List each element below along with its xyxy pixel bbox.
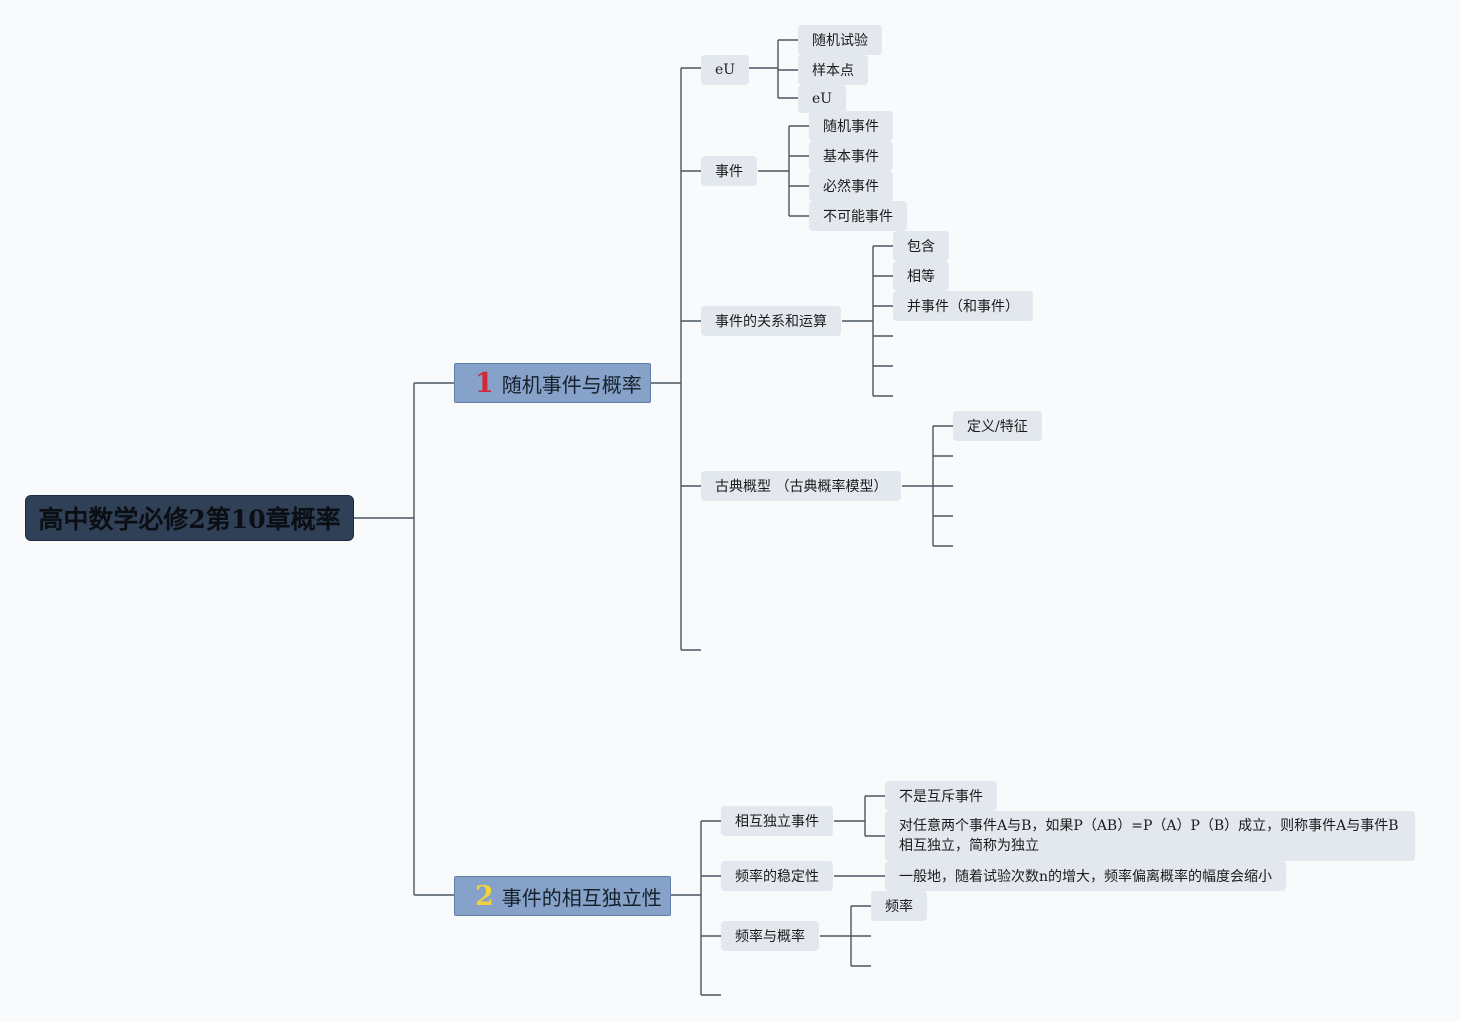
subtopic-label: 相互独立事件 bbox=[735, 814, 819, 830]
branch-number-2: 2 bbox=[475, 880, 494, 912]
leaf-eu[interactable]: eU bbox=[798, 85, 847, 113]
leaf-union-event[interactable]: 并事件（和事件） bbox=[893, 291, 1033, 321]
leaf-inclusion[interactable]: 包含 bbox=[893, 231, 949, 261]
subtopic-label: 事件的关系和运算 bbox=[715, 314, 827, 330]
subtopic-label: eU bbox=[715, 62, 736, 78]
subtopic-eu[interactable]: eU bbox=[701, 55, 750, 85]
subtopic-independent-events[interactable]: 相互独立事件 bbox=[721, 806, 833, 836]
subtopic-classical-model[interactable]: 古典概型 （古典概率模型） bbox=[701, 471, 902, 501]
leaf-frequency[interactable]: 频率 bbox=[871, 891, 927, 921]
leaf-certain-event[interactable]: 必然事件 bbox=[809, 171, 893, 201]
leaf-stability-statement[interactable]: 一般地，随着试验次数n的增大，频率偏离概率的幅度会缩小 bbox=[885, 861, 1287, 891]
leaf-label: eU bbox=[812, 91, 833, 107]
leaf-label: 定义/特征 bbox=[967, 419, 1028, 435]
definition-line-2: 相互独立，简称为独立 bbox=[899, 838, 1039, 854]
main-topic-label: 随机事件与概率 bbox=[501, 372, 642, 397]
main-topic-random-events[interactable]: 1 随机事件与概率 bbox=[454, 363, 651, 403]
leaf-label: 随机事件 bbox=[823, 119, 879, 135]
leaf-random-trial[interactable]: 随机试验 bbox=[798, 25, 882, 55]
leaf-sample-point[interactable]: 样本点 bbox=[798, 55, 868, 85]
leaf-label: 并事件（和事件） bbox=[907, 299, 1019, 315]
leaf-label: 不是互斥事件 bbox=[899, 789, 983, 805]
leaf-label: 必然事件 bbox=[823, 179, 879, 195]
subtopic-frequency-probability[interactable]: 频率与概率 bbox=[721, 921, 819, 951]
root-topic-label: 高中数学必修2第10章概率 bbox=[38, 505, 341, 534]
subtopic-event[interactable]: 事件 bbox=[701, 156, 757, 186]
leaf-label: 基本事件 bbox=[823, 149, 879, 165]
main-topic-label: 事件的相互独立性 bbox=[501, 885, 662, 910]
leaf-label: 不可能事件 bbox=[823, 209, 893, 225]
subtopic-label: 频率与概率 bbox=[735, 929, 805, 945]
branch-number-1: 1 bbox=[475, 367, 494, 399]
leaf-label: 频率 bbox=[885, 899, 913, 915]
root-topic[interactable]: 高中数学必修2第10章概率 bbox=[25, 495, 354, 541]
leaf-definition-feature[interactable]: 定义/特征 bbox=[953, 411, 1042, 441]
subtopic-label: 频率的稳定性 bbox=[735, 869, 819, 885]
leaf-impossible-event[interactable]: 不可能事件 bbox=[809, 201, 907, 231]
leaf-independence-definition[interactable]: 对任意两个事件A与B，如果P（AB）=P（A）P（B）成立，则称事件A与事件B … bbox=[885, 811, 1415, 861]
subtopic-event-relations[interactable]: 事件的关系和运算 bbox=[701, 306, 841, 336]
leaf-label: 相等 bbox=[907, 269, 935, 285]
leaf-random-event[interactable]: 随机事件 bbox=[809, 111, 893, 141]
leaf-equality[interactable]: 相等 bbox=[893, 261, 949, 291]
subtopic-label: 古典概型 （古典概率模型） bbox=[715, 479, 888, 495]
leaf-label: 包含 bbox=[907, 239, 935, 255]
leaf-not-mutually-exclusive[interactable]: 不是互斥事件 bbox=[885, 781, 997, 811]
subtopic-frequency-stability[interactable]: 频率的稳定性 bbox=[721, 861, 833, 891]
leaf-label: 样本点 bbox=[812, 63, 854, 79]
main-topic-independence[interactable]: 2 事件的相互独立性 bbox=[454, 876, 671, 916]
leaf-label: 一般地，随着试验次数n的增大，频率偏离概率的幅度会缩小 bbox=[899, 869, 1273, 885]
definition-line-1: 对任意两个事件A与B，如果P（AB）=P（A）P（B）成立，则称事件A与事件B bbox=[899, 818, 1399, 834]
leaf-label: 随机试验 bbox=[812, 33, 868, 49]
leaf-elementary-event[interactable]: 基本事件 bbox=[809, 141, 893, 171]
subtopic-label: 事件 bbox=[715, 164, 743, 180]
